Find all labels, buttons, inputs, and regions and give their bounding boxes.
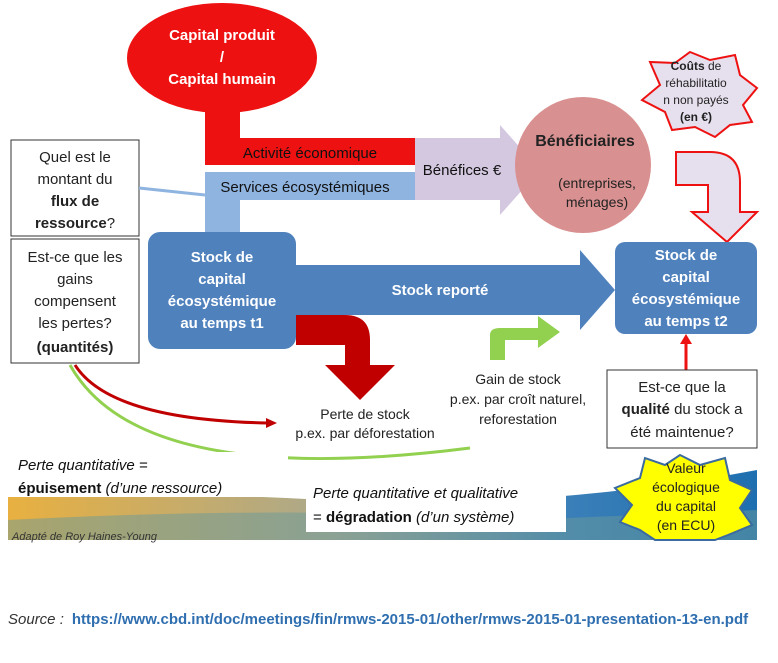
couts-line: n non payés: [663, 93, 728, 107]
couts-badge: Coûts de réhabilitatio n non payés (en €…: [640, 50, 759, 139]
stock-t2-node: Stock de capital écosystémique au temps …: [615, 242, 757, 334]
q-line: flux de: [51, 193, 99, 210]
perte-line: p.ex. par déforestation: [295, 425, 434, 441]
stock-t2-line: écosystémique: [632, 291, 740, 308]
loss-curve: [73, 364, 269, 425]
pq-italic: (d’une ressource): [106, 480, 223, 497]
pql-italic: (d’un système): [416, 509, 514, 526]
svg-text:ressource?: ressource?: [35, 215, 115, 232]
valeur-line: Valeur: [666, 460, 706, 476]
q-line: compensent: [34, 293, 117, 310]
q-line: montant du: [37, 171, 112, 188]
q-line: du stock a: [674, 401, 743, 418]
benefices-label: Bénéfices €: [423, 162, 502, 179]
gain-arrow: [490, 316, 560, 360]
q-line: gains: [57, 271, 93, 288]
benefices-arrow: Bénéfices €: [415, 125, 540, 215]
rehabilitation-arrow: [675, 151, 760, 244]
pql-line: Perte quantitative et qualitative: [313, 485, 518, 502]
perte-quantitative-text: Perte quantitative = épuisement (d’une r…: [8, 452, 288, 497]
stock-t1-line: écosystémique: [168, 293, 276, 310]
couts-line: (en €): [680, 110, 712, 124]
stock-reporte-arrow: Stock reporté: [290, 250, 615, 330]
perte-stock-label: Perte de stock p.ex. par déforestation: [295, 406, 434, 441]
perte-arrow: [296, 315, 395, 400]
q-line: qualité: [622, 401, 670, 418]
beneficiaires-label: Bénéficiaires: [535, 133, 635, 150]
valeur-badge: Valeur écologique du capital (en ECU): [613, 453, 754, 541]
stock-t1-line: capital: [198, 271, 246, 288]
source-label: Source :: [8, 611, 64, 628]
svg-text:qualité du stock a: qualité du stock a: [622, 401, 744, 418]
beneficiaires-sub: ménages): [566, 194, 628, 210]
valeur-line: écologique: [652, 479, 720, 495]
couts-de: de: [708, 59, 722, 73]
q-line: Est-ce que la: [638, 379, 726, 396]
q-line: Est-ce que les: [27, 249, 122, 266]
stock-t1-line: Stock de: [191, 249, 254, 266]
valeur-line: du capital: [656, 498, 716, 514]
couts-label: Coûts: [671, 59, 705, 73]
q-line: Quel est le: [39, 149, 111, 166]
question-qualite-box: Est-ce que la qualité du stock a été mai…: [606, 369, 758, 449]
loss-curve-arrowhead: [266, 418, 277, 428]
pql-eq: =: [313, 509, 326, 526]
svg-text:Coûts de: Coûts de: [671, 59, 722, 73]
stock-t2-line: Stock de: [655, 247, 718, 264]
gain-line: p.ex. par croît naturel,: [450, 391, 586, 407]
perte-line: Perte de stock: [320, 406, 410, 422]
perte-qualitative-text: Perte quantitative et qualitative = dégr…: [306, 478, 566, 532]
gain-curve: [68, 364, 471, 460]
services-arrow: Services écosystémiques: [205, 172, 415, 235]
beneficiaires-node: Bénéficiaires (entreprises, ménages): [515, 97, 651, 233]
q-line: ?: [107, 215, 115, 232]
q-line: ressource: [35, 215, 107, 232]
stock-t1-node: Stock de capital écosystémique au temps …: [148, 232, 296, 349]
quality-arrowhead: [680, 334, 692, 344]
capital-produit-node: Capital produit / Capital humain: [127, 3, 415, 165]
stock-t2-line: capital: [662, 269, 710, 286]
question-flux-box: Quel est le montant du flux de ressource…: [10, 139, 140, 237]
credit-text: Adapté de Roy Haines-Young: [11, 531, 158, 543]
flux-pointer: [138, 186, 206, 197]
question-gains-box: Est-ce que les gains compensent les pert…: [10, 238, 140, 364]
capital-humain-label: Capital humain: [168, 71, 276, 88]
slash-label: /: [220, 49, 225, 66]
capital-produit-label: Capital produit: [169, 27, 275, 44]
services-label: Services écosystémiques: [220, 179, 389, 196]
svg-text:épuisement (d’une ressource): épuisement (d’une ressource): [18, 480, 222, 497]
pql-bold: dégradation: [326, 509, 412, 526]
source-caption: Source : https://www.cbd.int/doc/meetings…: [8, 602, 763, 638]
source-link[interactable]: https://www.cbd.int/doc/meetings/fin/rmw…: [71, 611, 749, 628]
gain-line: Gain de stock: [475, 371, 562, 387]
gain-stock-label: Gain de stock p.ex. par croît naturel, r…: [450, 371, 586, 427]
gain-line: reforestation: [479, 411, 557, 427]
beneficiaires-sub: (entreprises,: [558, 175, 636, 191]
pq-bold: épuisement: [18, 480, 101, 497]
stock-t2-line: au temps t2: [644, 313, 727, 330]
valeur-line: (en ECU): [657, 517, 715, 533]
q-line: été maintenue?: [630, 424, 733, 441]
q-line: les pertes?: [38, 315, 111, 332]
stock-reporte-label: Stock reporté: [392, 282, 489, 299]
ecosystem-capital-diagram: Capital produit / Capital humain Activit…: [8, 3, 760, 543]
pq-line: Perte quantitative =: [18, 457, 148, 474]
couts-line: réhabilitatio: [665, 76, 727, 90]
activite-label: Activité économique: [243, 145, 377, 162]
q-line: (quantités): [37, 339, 114, 356]
stock-t1-line: au temps t1: [180, 315, 263, 332]
svg-text:= dégradation (d’un système): = dégradation (d’un système): [313, 509, 514, 526]
